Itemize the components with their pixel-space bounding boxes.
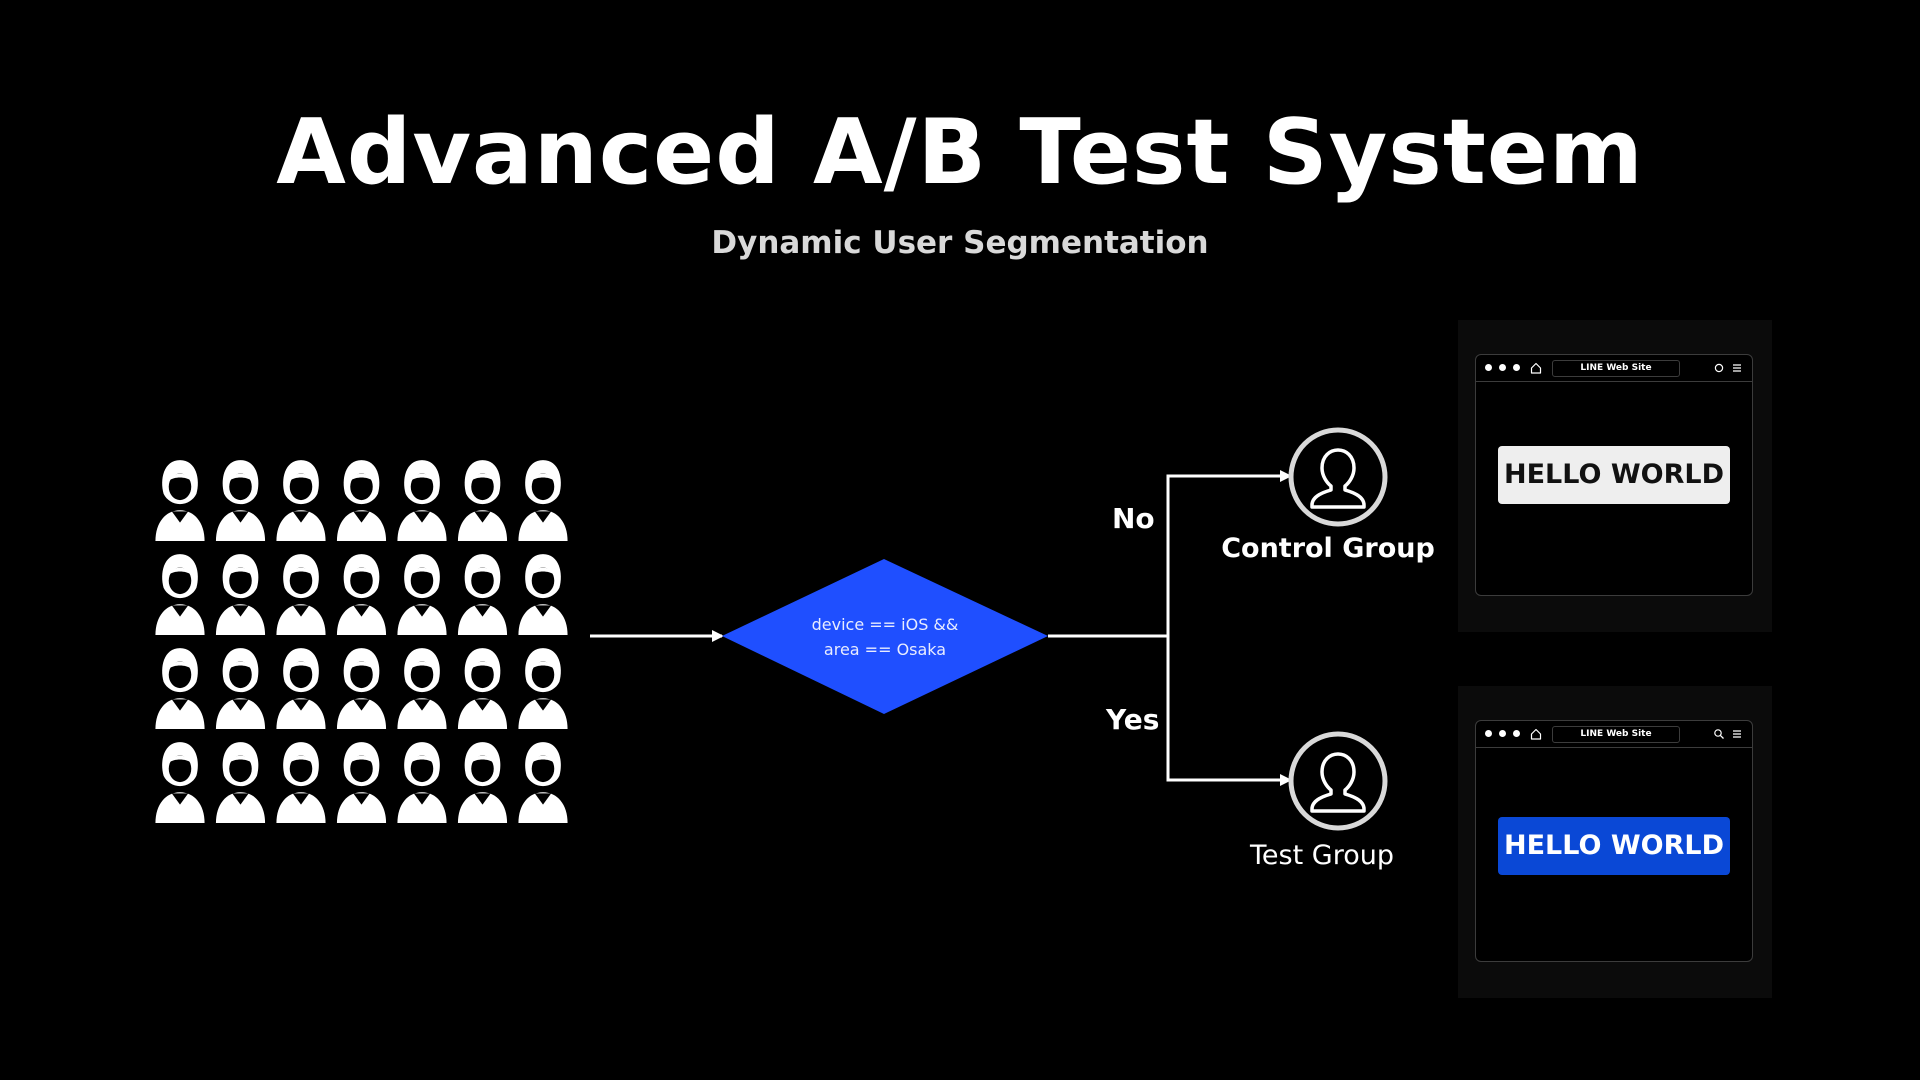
person-icon: [276, 742, 326, 823]
page-subtitle: Dynamic User Segmentation: [711, 225, 1209, 261]
menu-icon[interactable]: [1731, 362, 1743, 374]
control-group-label: Control Group: [1221, 533, 1435, 564]
person-icon: [276, 648, 326, 729]
decision-condition: device == iOS && area == Osaka: [760, 612, 1010, 662]
person-icon: [457, 742, 508, 823]
decision-condition-line-2: area == Osaka: [823, 640, 947, 659]
window-dot-icon: [1499, 730, 1506, 737]
person-icon: [457, 648, 508, 729]
window-dot-icon: [1485, 730, 1492, 737]
test-group-label: Test Group: [1250, 840, 1394, 871]
branch-label-no: No: [1112, 502, 1155, 535]
person-icon: [155, 742, 205, 823]
person-icon: [276, 554, 326, 635]
browser-window: LINE Web Site HELLO WORLD: [1475, 720, 1753, 962]
person-icon: [336, 554, 387, 635]
browser-toolbar: LINE Web Site: [1476, 721, 1752, 748]
decision-condition-line-1: device == iOS &&: [811, 615, 959, 634]
person-icon: [518, 460, 568, 541]
person-icon: [155, 554, 205, 635]
person-icon: [215, 648, 266, 729]
search-icon[interactable]: [1713, 728, 1725, 740]
branch-line-yes: [1166, 636, 1292, 786]
person-icon: [336, 460, 387, 541]
browser-toolbar: LINE Web Site: [1476, 355, 1752, 382]
person-icon: [215, 554, 266, 635]
person-icon: [397, 460, 447, 541]
person-icon: [518, 554, 568, 635]
menu-icon[interactable]: [1731, 728, 1743, 740]
person-icon: [397, 648, 447, 729]
home-icon[interactable]: [1530, 362, 1542, 374]
hello-world-button-test[interactable]: HELLO WORLD: [1498, 817, 1730, 875]
person-icon: [276, 460, 326, 541]
hello-world-button-control[interactable]: HELLO WORLD: [1498, 446, 1730, 504]
window-dot-icon: [1513, 730, 1520, 737]
window-dot-icon: [1513, 364, 1520, 371]
decision-diamond: [722, 559, 1048, 714]
user-population-grid: [155, 460, 568, 823]
page-title: Advanced A/B Test System: [276, 100, 1644, 205]
url-bar[interactable]: LINE Web Site: [1552, 360, 1680, 377]
person-icon: [336, 742, 387, 823]
person-icon: [518, 742, 568, 823]
test-browser-preview: LINE Web Site HELLO WORLD: [1458, 686, 1772, 998]
circle-icon[interactable]: [1713, 362, 1725, 374]
person-icon: [155, 460, 205, 541]
person-icon: [215, 460, 266, 541]
person-icon: [397, 554, 447, 635]
person-icon: [518, 648, 568, 729]
window-dot-icon: [1499, 364, 1506, 371]
branch-line-no: [1166, 470, 1292, 636]
user-icon: [1288, 731, 1388, 831]
branch-label-yes: Yes: [1106, 703, 1160, 736]
url-bar[interactable]: LINE Web Site: [1552, 726, 1680, 743]
home-icon[interactable]: [1530, 728, 1542, 740]
person-icon: [457, 460, 508, 541]
person-icon: [155, 648, 205, 729]
person-icon: [457, 554, 508, 635]
person-icon: [215, 742, 266, 823]
person-icon: [397, 742, 447, 823]
window-dot-icon: [1485, 364, 1492, 371]
person-icon: [336, 648, 387, 729]
user-icon: [1288, 427, 1388, 527]
browser-window: LINE Web Site HELLO WORLD: [1475, 354, 1753, 596]
control-browser-preview: LINE Web Site HELLO WORLD: [1458, 320, 1772, 632]
